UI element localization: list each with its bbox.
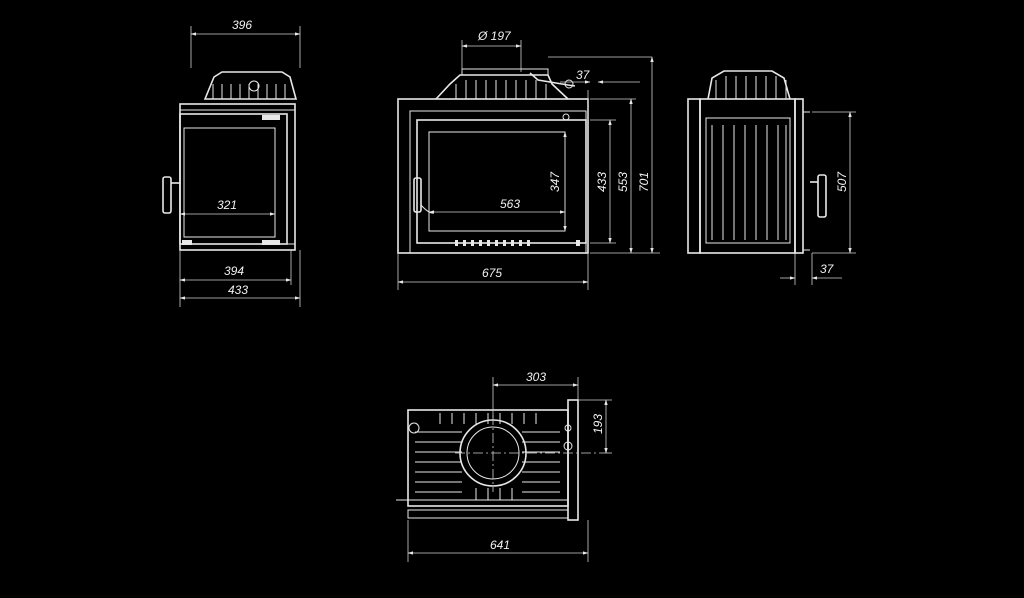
- dim-main-inner-height: 433: [595, 172, 609, 192]
- front-narrow-dimensions: 396 321 394 433: [179, 18, 301, 307]
- dim-main-total-width: 675: [482, 266, 502, 280]
- dim-main-glass-height: 347: [548, 171, 562, 192]
- dim-main-frame-height: 553: [616, 172, 630, 192]
- dim-flue-diameter: Ø 197: [477, 29, 512, 43]
- dim-plan-flue-offset: 303: [526, 370, 546, 384]
- side-dimensions: 507 37: [780, 111, 856, 285]
- plan-dimensions: 303 193 641: [407, 370, 612, 562]
- dim-front-top-width: 396: [232, 18, 252, 32]
- dim-main-offset: 37: [576, 68, 591, 82]
- dim-main-total-height: 701: [637, 172, 651, 192]
- dim-front-glass-width: 321: [217, 198, 237, 212]
- dim-plan-total-width: 641: [490, 538, 510, 552]
- side-view: [687, 70, 827, 254]
- main-front-dimensions: Ø 197 37 347 563 433 553 701 675: [397, 29, 660, 290]
- dim-front-outer-width: 433: [228, 283, 248, 297]
- front-narrow-view: [162, 71, 298, 251]
- dim-side-depth-offset: 37: [820, 262, 835, 276]
- dim-main-glass-width: 563: [500, 197, 520, 211]
- dim-side-height: 507: [835, 171, 849, 192]
- main-front-view: [397, 68, 589, 254]
- plan-view: [396, 399, 602, 521]
- dim-plan-flue-depth: 193: [591, 414, 605, 434]
- dim-front-inner-width: 394: [224, 264, 244, 278]
